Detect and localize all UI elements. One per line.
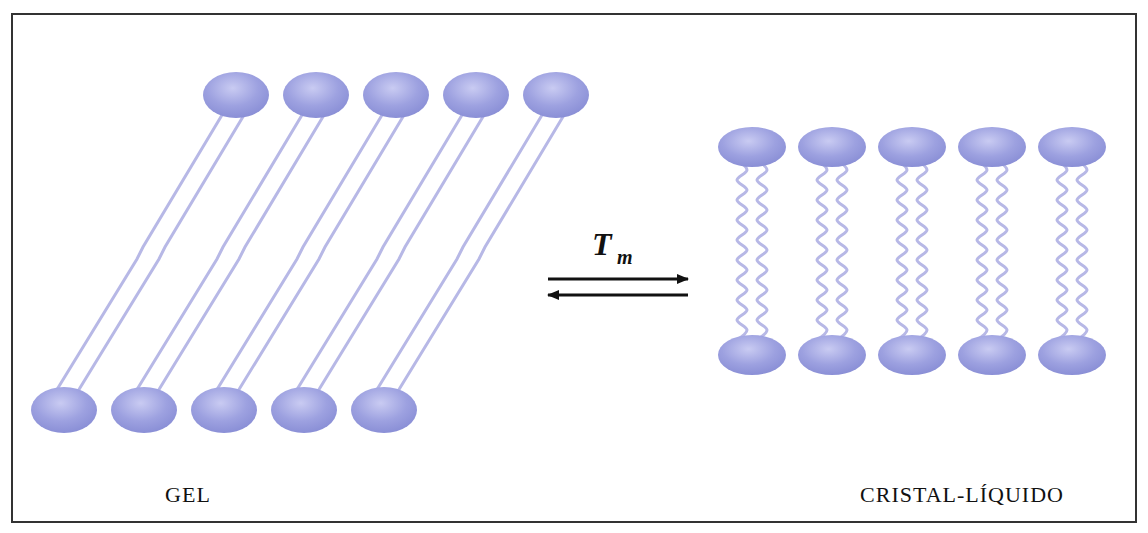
forward-arrow bbox=[548, 278, 688, 281]
lipid-tail bbox=[897, 160, 907, 340]
lipid-tail bbox=[293, 110, 465, 396]
lipid-head bbox=[191, 387, 257, 433]
lipid-head bbox=[798, 127, 866, 167]
lipid-head bbox=[31, 387, 97, 433]
lipid-head bbox=[203, 72, 269, 118]
lipid-head bbox=[443, 72, 509, 118]
lipid-head bbox=[958, 335, 1026, 375]
lipid-tail bbox=[133, 110, 305, 396]
frame-border bbox=[12, 14, 1136, 522]
lipid-head bbox=[283, 72, 349, 118]
temperature-subscript: m bbox=[617, 246, 633, 269]
equilibrium-arrows bbox=[548, 279, 688, 295]
phase-label: CRISTAL-LÍQUIDO bbox=[860, 482, 1064, 508]
lipid-head bbox=[718, 127, 786, 167]
lipid-tail bbox=[997, 160, 1007, 340]
lipid-tail bbox=[1077, 160, 1087, 340]
lipid-head bbox=[363, 72, 429, 118]
lipid-tail bbox=[757, 160, 767, 340]
lipid-tail bbox=[917, 160, 927, 340]
lipid-head bbox=[351, 387, 417, 433]
lipid-tail bbox=[977, 160, 987, 340]
lipid-tail bbox=[213, 110, 385, 396]
gel-bilayer bbox=[31, 72, 589, 433]
temperature-symbol: T bbox=[592, 226, 612, 263]
lipid-head bbox=[271, 387, 337, 433]
lipid-tail bbox=[737, 160, 747, 340]
lipid-tail bbox=[373, 110, 545, 396]
phase-label: GEL bbox=[165, 482, 211, 508]
lipid-head bbox=[523, 72, 589, 118]
lipid-head bbox=[878, 127, 946, 167]
lipid-head bbox=[1038, 335, 1106, 375]
reverse-arrow bbox=[548, 294, 688, 297]
lipid-tail bbox=[1057, 160, 1067, 340]
lipid-head bbox=[111, 387, 177, 433]
lipid-head bbox=[1038, 127, 1106, 167]
lipid-head bbox=[718, 335, 786, 375]
liquid-crystal-bilayer bbox=[718, 127, 1106, 375]
lipid-head bbox=[878, 335, 946, 375]
lipid-head bbox=[958, 127, 1026, 167]
lipid-tail bbox=[817, 160, 827, 340]
lipid-tail bbox=[395, 110, 567, 396]
lipid-tail bbox=[53, 110, 225, 396]
lipid-tail bbox=[837, 160, 847, 340]
lipid-head bbox=[798, 335, 866, 375]
